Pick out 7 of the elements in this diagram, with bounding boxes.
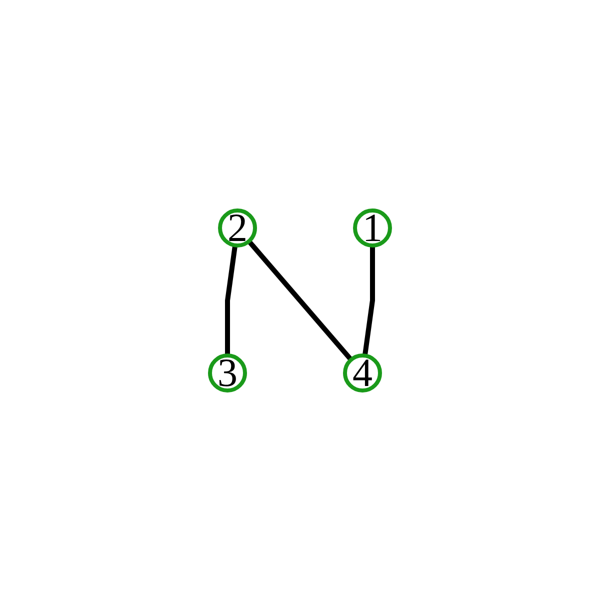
connector <box>362 245 375 356</box>
connector <box>247 239 353 361</box>
node-circle: 1 <box>353 208 392 247</box>
node-circle: 4 <box>343 353 382 392</box>
node-circle: 3 <box>208 353 247 392</box>
node-circle: 2 <box>218 208 257 247</box>
connector <box>225 244 238 355</box>
